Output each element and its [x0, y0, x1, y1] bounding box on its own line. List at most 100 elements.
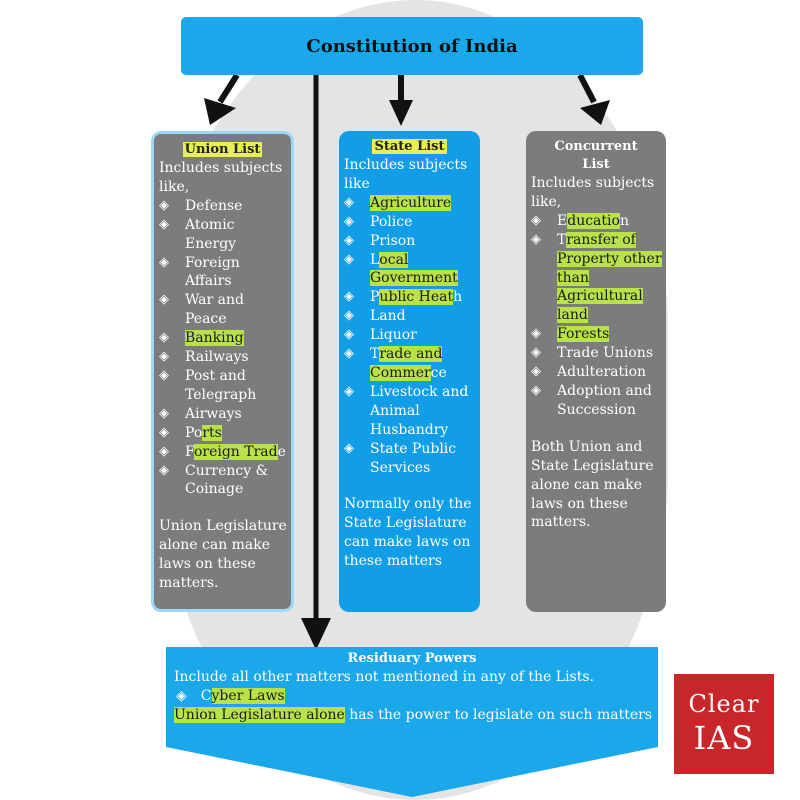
diamond-bullet-icon: ◈ [344, 194, 354, 210]
highlighted-text: ocal Government [370, 251, 458, 287]
diamond-bullet-icon: ◈ [531, 212, 541, 228]
logo-line-2: IAS [693, 719, 755, 757]
item-text: Adulteration [557, 364, 647, 381]
diamond-bullet-icon: ◈ [176, 688, 187, 704]
item-text: Prison [370, 232, 416, 249]
diamond-bullet-icon: ◈ [159, 462, 169, 478]
item-text: Atomic Energy [185, 216, 237, 252]
state-list-box: State List Includes subjects like ◈Agric… [339, 131, 480, 612]
state-list-note: Normally only the State Legislature can … [344, 496, 472, 570]
diamond-bullet-icon: ◈ [344, 440, 354, 456]
arrow-head-concurrent [580, 100, 610, 125]
union-list-item: ◈Foreign Trade [154, 443, 291, 462]
diamond-bullet-icon: ◈ [531, 364, 541, 380]
diamond-bullet-icon: ◈ [159, 349, 169, 365]
state-list-item: ◈ State Public Services [339, 440, 480, 478]
highlighted-text: rts [202, 424, 222, 441]
logo-line-1: Clear [688, 690, 760, 718]
residuary-note-rest: has the power to legislate on such matte… [344, 707, 652, 723]
item-text: Adoption and Succession [557, 382, 652, 418]
item-text: Airways [185, 405, 242, 422]
concurrent-list-heading: Concurrent List [554, 139, 638, 172]
item-text: L [370, 251, 380, 268]
concurrent-list-items: ◈Education◈Transfer of Property other th… [526, 212, 666, 420]
diamond-bullet-icon: ◈ [159, 443, 169, 459]
union-list-item: ◈ Atomic Energy [154, 216, 291, 254]
residuary-powers-box: Residuary Powers Include all other matte… [166, 647, 658, 797]
residuary-item: ◈Cyber Laws [166, 687, 658, 706]
highlighted-text: Banking [185, 330, 244, 347]
item-text: State Public Services [370, 440, 457, 476]
residuary-heading: Residuary Powers [347, 651, 477, 666]
item-text: Foreign Affairs [185, 254, 240, 290]
concurrent-list-item: ◈ Adulteration [526, 363, 666, 382]
state-list-item: ◈Police [339, 213, 480, 232]
union-list-item: ◈Post and Telegraph [154, 367, 291, 405]
state-list-item: ◈ Local Government [339, 251, 480, 289]
highlighted-text: ransfer of Property other than Agricultu… [557, 231, 662, 324]
item-text: Liquor [370, 327, 417, 344]
diamond-bullet-icon: ◈ [531, 345, 541, 361]
diamond-bullet-icon: ◈ [344, 383, 354, 399]
item-text: e [277, 443, 286, 460]
union-list-item: ◈ Foreign Affairs [154, 254, 291, 292]
item-text: F [185, 443, 194, 460]
concurrent-list-item: ◈Education [526, 212, 666, 231]
union-list-box: Union List Includes subjects like, ◈Defe… [151, 131, 294, 612]
state-list-item: ◈Agriculture [339, 194, 480, 213]
item-text: Livestock and Animal Husbandry [370, 383, 469, 438]
diamond-bullet-icon: ◈ [344, 308, 354, 324]
union-list-item: ◈ Banking [154, 329, 291, 348]
item-text: Currency & Coinage [185, 462, 269, 498]
concurrent-list-item: ◈ Forests [526, 325, 666, 344]
highlighted-text: Forests [557, 326, 610, 343]
diamond-bullet-icon: ◈ [159, 330, 169, 346]
residuary-description: Include all other matters not mentioned … [174, 669, 594, 685]
item-text: E [557, 212, 568, 229]
union-list-note: Union Legislature alone can make laws on… [159, 518, 287, 592]
highlighted-text: ublic Heat [379, 289, 454, 306]
diamond-bullet-icon: ◈ [159, 216, 169, 232]
residuary-note-highlight: Union Legislature alone [174, 707, 345, 723]
union-list-item: ◈ Railways [154, 348, 291, 367]
state-list-intro: Includes subjects like [344, 157, 468, 192]
diamond-bullet-icon: ◈ [344, 289, 354, 305]
arrow-head-residuary [301, 618, 331, 650]
constitution-title-box: Constitution of India [181, 17, 643, 75]
diamond-bullet-icon: ◈ [159, 197, 169, 213]
state-list-item: ◈ Livestock and Animal Husbandry [339, 383, 480, 440]
arrow-head-union [204, 98, 236, 125]
diamond-bullet-icon: ◈ [159, 254, 169, 270]
item-text: ce [430, 364, 447, 381]
diamond-bullet-icon: ◈ [159, 367, 169, 383]
highlighted-text: ducatio [567, 212, 620, 229]
concurrent-list-item: ◈Transfer of Property other than Agricul… [526, 231, 666, 326]
item-text: Po [185, 424, 203, 441]
union-list-item: ◈War and Peace [154, 291, 291, 329]
state-list-items: ◈Agriculture◈Police◈Prison◈Local Governm… [339, 194, 480, 478]
diamond-bullet-icon: ◈ [344, 251, 354, 267]
diagram-title: Constitution of India [306, 35, 518, 57]
item-text: Defense [185, 197, 243, 214]
concurrent-list-box: Concurrent List Includes subjects like, … [526, 131, 666, 612]
diamond-bullet-icon: ◈ [344, 232, 354, 248]
union-list-item: ◈ Currency & Coinage [154, 462, 291, 500]
residuary-item-plain: C [200, 688, 212, 704]
item-text: P [370, 289, 380, 306]
item-text: Railways [185, 349, 249, 366]
union-list-item: ◈Airways [154, 405, 291, 424]
concurrent-list-note: Both Union and State Legislature alone c… [531, 438, 654, 531]
item-text: Trade Unions [557, 345, 653, 362]
item-text: h [453, 289, 463, 306]
item-text: T [370, 346, 380, 363]
diamond-bullet-icon: ◈ [344, 327, 354, 343]
state-list-item: ◈ Liquor [339, 326, 480, 345]
item-text: Police [370, 213, 413, 230]
diamond-bullet-icon: ◈ [531, 326, 541, 342]
concurrent-list-intro: Includes subjects like, [531, 175, 655, 210]
item-text: Land [370, 308, 406, 325]
arrow-to-union-list [217, 73, 240, 104]
state-list-heading: State List [372, 139, 447, 154]
union-list-heading: Union List [182, 142, 263, 157]
